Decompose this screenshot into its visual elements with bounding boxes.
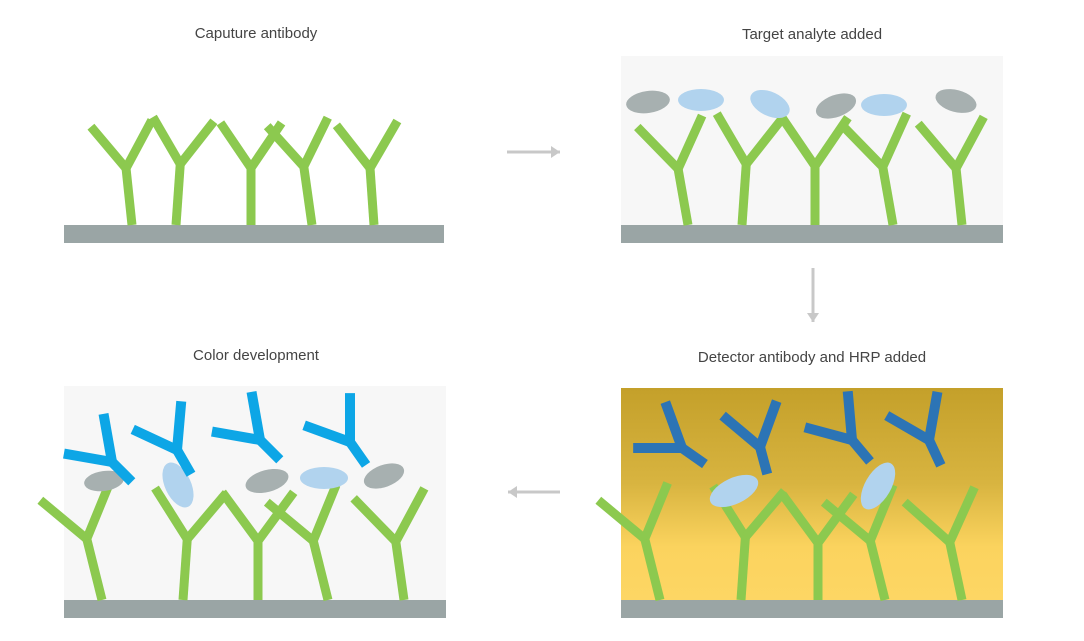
capture-antibody (149, 114, 218, 226)
step-3-title: Detector antibody and HRP added (697, 349, 927, 366)
detector-antibody (211, 391, 284, 464)
analyte-gray (363, 463, 405, 489)
capture-antibody (350, 486, 429, 601)
capture-antibody (712, 111, 786, 226)
analyte-gray (935, 89, 977, 113)
capture-antibody (595, 481, 672, 602)
analyte-blue (300, 467, 348, 489)
detector-antibody (633, 400, 708, 469)
analyte-blue (861, 94, 907, 116)
panel-color-development (37, 386, 446, 618)
plate-surface (621, 600, 1003, 618)
hrp-background (621, 388, 1003, 600)
analyte-blue (860, 462, 896, 510)
detector-antibody (130, 400, 196, 477)
analyte-gray (626, 90, 670, 114)
step-1-title: Caputure antibody (194, 25, 318, 42)
analyte-blue (678, 89, 724, 111)
capture-antibody (634, 113, 707, 226)
capture-antibody (914, 114, 988, 226)
capture-antibody (332, 118, 402, 226)
panel-target-analyte (621, 56, 1003, 243)
panel-capture-antibody (64, 114, 444, 243)
capture-antibody (87, 118, 156, 226)
plate-surface (621, 225, 1003, 243)
capture-antibody (838, 111, 911, 226)
capture-antibody (218, 489, 298, 600)
plate-surface (64, 225, 444, 243)
capture-antibody (778, 491, 858, 600)
capture-antibody (263, 115, 332, 226)
capture-antibody (151, 485, 230, 601)
capture-antibody (37, 481, 114, 602)
capture-antibody (263, 483, 341, 602)
flow-arrows (507, 146, 819, 498)
analyte-blue (709, 474, 759, 508)
arrow-right (507, 146, 560, 158)
analyte-blue (750, 89, 790, 119)
analyte-gray (815, 93, 857, 119)
analyte-gray (245, 468, 289, 494)
analyte-gray (84, 470, 124, 492)
arrow-down (807, 268, 819, 322)
detector-antibody (803, 390, 874, 465)
capture-antibody (820, 483, 898, 602)
step-2-title: Target analyte added (741, 26, 883, 43)
detector-antibody (63, 413, 136, 486)
detector-antibody (302, 393, 371, 468)
detector-antibody (884, 391, 946, 468)
step-4-title: Color development (193, 347, 319, 364)
capture-antibody (901, 485, 979, 601)
arrow-left (508, 486, 560, 498)
panel-detector-hrp (595, 388, 1003, 618)
detector-antibody (719, 399, 782, 476)
plate-surface (64, 600, 446, 618)
